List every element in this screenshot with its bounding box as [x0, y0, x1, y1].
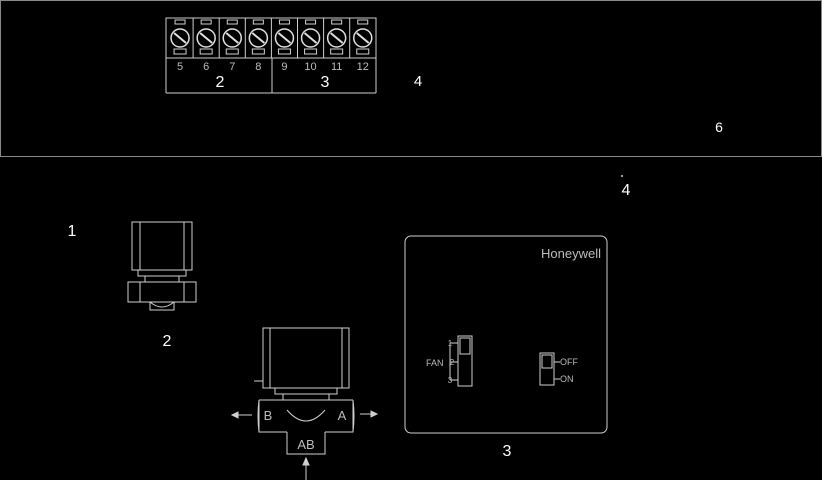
terminal-panel [0, 0, 822, 157]
fan-speed-switch [449, 335, 473, 387]
brand-label: Honeywell [541, 246, 601, 261]
callout-6: 6 [715, 119, 723, 135]
terminal-11: 11 [323, 18, 347, 73]
on-label: ON [560, 374, 574, 384]
small-zone-valve [127, 221, 197, 311]
terminal-number: 11 [331, 61, 342, 73]
callout-4-top: 4 [414, 73, 422, 90]
three-way-valve [230, 327, 379, 480]
fan-pos-3: 3 [448, 376, 453, 385]
terminal-7: 7 [218, 18, 242, 73]
terminal-12: 12 [349, 18, 373, 73]
terminal-number: 9 [281, 61, 287, 73]
terminal-number: 10 [304, 61, 316, 73]
terminal-number: 8 [255, 61, 261, 73]
terminal-9: 9 [270, 18, 295, 73]
terminal-number: 12 [357, 61, 369, 73]
terminal-number: 7 [229, 61, 235, 73]
fan-pos-2: 2 [450, 358, 455, 367]
terminal-5: 5 [170, 19, 190, 73]
port-ab-label: AB [297, 437, 314, 452]
thermostat: Honeywell FAN 1 2 3 OFF ON [404, 235, 608, 434]
power-switch [539, 352, 560, 386]
callout-2-valve: 2 [163, 333, 172, 350]
port-b-label: B [264, 408, 273, 423]
callout-4-mid: 4 [622, 182, 631, 199]
fan-pos-1: 1 [448, 339, 453, 348]
terminal-number: 5 [177, 61, 183, 73]
terminal-6: 6 [192, 18, 216, 73]
group-label-right: 3 [321, 74, 330, 91]
small-dot [621, 175, 623, 177]
callout-1: 1 [68, 223, 77, 240]
group-label-left: 2 [216, 74, 225, 91]
terminal-block: 5 6 7 8 9 10 11 12 2 3 [165, 17, 377, 94]
terminal-10: 10 [297, 18, 321, 73]
callout-3-thermostat: 3 [503, 443, 512, 460]
port-a-label: A [338, 408, 347, 423]
terminal-number: 6 [203, 61, 209, 73]
terminal-8: 8 [244, 18, 269, 73]
off-label: OFF [560, 357, 578, 367]
fan-label: FAN [426, 358, 444, 368]
